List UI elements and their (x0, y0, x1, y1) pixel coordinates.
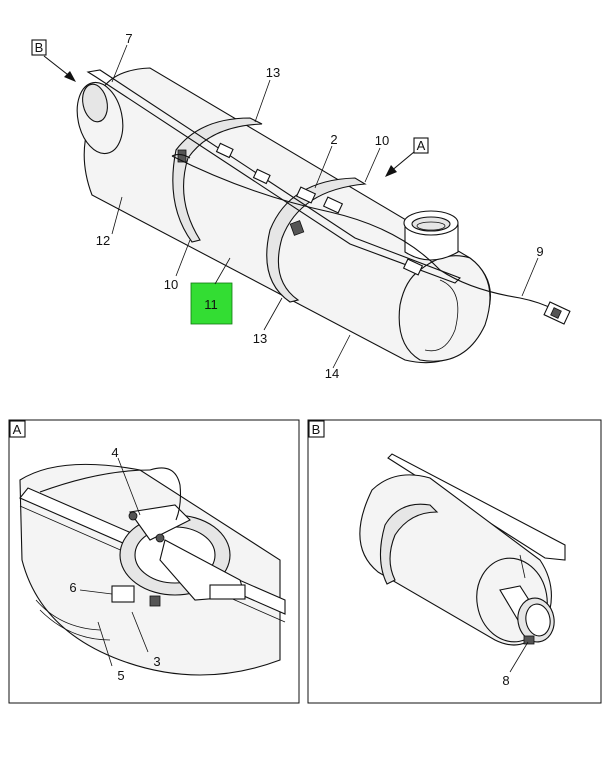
detail-a-title: A (13, 422, 22, 437)
view-ref-b: B (31, 39, 76, 82)
view-ref-a-label: A (417, 138, 426, 153)
callout-leaders (111, 44, 539, 369)
callout-4: 4 (111, 445, 118, 460)
view-ref-a: A (385, 137, 429, 177)
callout-14: 14 (325, 366, 339, 381)
callout-13-top: 13 (266, 65, 280, 80)
callout-10-left: 10 (164, 277, 178, 292)
detail-b-title: B (312, 422, 321, 437)
detail-a-panel: A (8, 419, 300, 704)
callout-7: 7 (125, 31, 132, 46)
detail-b-panel: B 8 (307, 419, 602, 704)
callout-2: 2 (330, 132, 337, 147)
callout-11: 11 (204, 297, 218, 312)
detail-b-illustration (359, 453, 566, 646)
callout-10-right: 10 (375, 133, 389, 148)
callout-3: 3 (153, 654, 160, 669)
callout-9: 9 (536, 244, 543, 259)
callout-6: 6 (69, 580, 76, 595)
callout-13-bottom: 13 (253, 331, 267, 346)
item-11-highlight (190, 282, 233, 325)
detail-a-illustration (19, 463, 286, 676)
muffler-assembly (76, 67, 571, 364)
view-ref-b-label: B (35, 40, 44, 55)
callout-12: 12 (96, 233, 110, 248)
callout-5: 5 (117, 668, 124, 683)
main-view: B A 7 13 2 10 9 (31, 31, 571, 381)
callout-8: 8 (502, 673, 509, 688)
